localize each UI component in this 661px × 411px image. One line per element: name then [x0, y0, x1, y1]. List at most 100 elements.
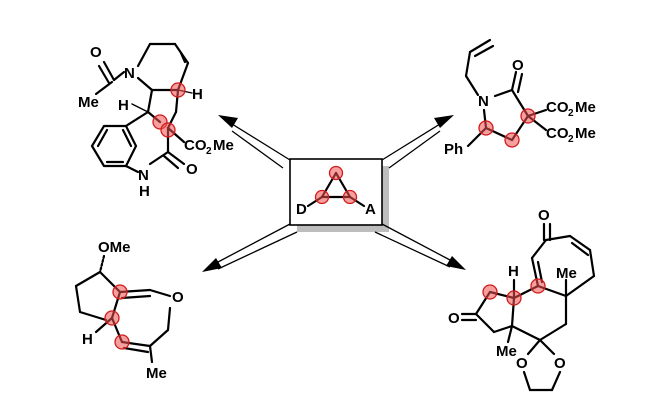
- atom-label: N: [138, 167, 149, 184]
- arrow-top-right-line: [388, 130, 441, 169]
- atom-label: H: [139, 183, 150, 200]
- bond: [131, 103, 149, 113]
- atom-label: O: [554, 355, 566, 372]
- highlight-atom: [504, 132, 520, 148]
- bond: [510, 324, 542, 342]
- highlight-atom: [478, 120, 494, 136]
- atom-label: N: [478, 93, 489, 110]
- bond: [162, 154, 180, 170]
- atom-label: CO: [546, 99, 569, 116]
- atom-label: Ph: [444, 141, 463, 158]
- bond: [538, 322, 568, 342]
- arrowhead-top-left: [218, 115, 238, 128]
- acceptor-label: A: [365, 201, 376, 218]
- atom-label: OMe: [98, 239, 131, 256]
- atom-label: Me: [556, 265, 577, 282]
- atom-label: O: [90, 44, 102, 61]
- bond: [148, 328, 170, 348]
- atom-label: O: [448, 310, 460, 327]
- bond: [568, 234, 592, 252]
- bond: [166, 306, 172, 332]
- atom-label: N: [124, 65, 135, 82]
- atom-label: O: [172, 289, 184, 306]
- bond: [124, 110, 150, 128]
- bond: [516, 72, 524, 94]
- bond: [94, 80, 114, 96]
- bond: [570, 241, 590, 257]
- bond: [544, 234, 572, 242]
- top-right-molecule: N O Ph CO 2 Me CO 2 Me: [444, 38, 596, 158]
- bond: [550, 370, 562, 392]
- arrowhead-bottom-right: [446, 256, 466, 270]
- highlight-atom: [314, 189, 330, 205]
- bond: [121, 128, 133, 148]
- bond: [464, 74, 480, 97]
- highlight-atom: [506, 290, 522, 306]
- arrowhead-top-right: [434, 115, 454, 128]
- bond: [112, 70, 126, 82]
- highlight-atom: [482, 284, 498, 300]
- atom-label: H: [192, 86, 203, 103]
- bond: [493, 88, 514, 98]
- bond: [124, 164, 140, 174]
- atom-label: Me: [575, 125, 596, 142]
- atom-label: O: [538, 207, 550, 224]
- bond: [530, 238, 548, 260]
- bond: [564, 274, 596, 298]
- atom-label: CO: [184, 137, 207, 154]
- bond: [538, 338, 556, 356]
- bond: [136, 76, 154, 92]
- arrow-top-left-line: [231, 130, 284, 169]
- bond: [166, 150, 186, 166]
- bond: [98, 254, 106, 274]
- bond: [468, 38, 492, 54]
- bond: [506, 324, 514, 344]
- bond: [102, 60, 116, 82]
- highlight-atom: [342, 189, 358, 205]
- highlight-atom: [170, 82, 186, 98]
- bond: [97, 64, 111, 85]
- bond: [148, 344, 154, 364]
- atom-label: H: [82, 331, 93, 348]
- bond: [179, 51, 187, 64]
- arrow-bottom-right: [381, 223, 451, 261]
- subscript: 2: [568, 108, 574, 119]
- atom-label: Me: [575, 99, 596, 116]
- atom-label: Me: [496, 343, 517, 360]
- arrow-bottom-left: [217, 223, 291, 263]
- bond: [74, 284, 82, 314]
- bond: [148, 150, 170, 166]
- bond: [522, 370, 532, 392]
- highlight-atom: [328, 165, 344, 181]
- bond: [148, 288, 172, 298]
- atom-label: H: [508, 263, 519, 280]
- atom-label: H: [118, 97, 129, 114]
- benzene-ring: [90, 124, 138, 168]
- bond: [146, 88, 154, 114]
- highlight-atom: [112, 284, 128, 300]
- arrows: [202, 115, 466, 272]
- highlight-atom: [114, 334, 130, 350]
- arrow-bottom-right-line: [374, 231, 451, 268]
- atom-label: Me: [213, 137, 234, 154]
- subscript: 2: [568, 134, 574, 145]
- bond: [536, 260, 544, 284]
- bond: [96, 128, 109, 148]
- atom-label: Me: [78, 94, 99, 111]
- top-left-molecule: O N Me H H O N H: [78, 42, 234, 200]
- bond: [474, 312, 496, 334]
- bond: [74, 270, 102, 288]
- atom-label: CO: [546, 125, 569, 142]
- bond: [492, 324, 514, 334]
- bond: [473, 44, 495, 58]
- bond: [122, 346, 150, 354]
- bottom-right-molecule: O Me H O Me: [448, 207, 596, 392]
- highlight-atom: [520, 108, 536, 124]
- arrow-top-left: [231, 123, 291, 161]
- highlight-atom: [530, 278, 546, 294]
- donor-label: D: [296, 201, 307, 218]
- bond: [588, 248, 596, 278]
- subscript: 2: [206, 146, 212, 157]
- central-cyclopropane-box: D A: [289, 158, 389, 232]
- bottom-left-molecule: OMe H O Me: [74, 239, 184, 382]
